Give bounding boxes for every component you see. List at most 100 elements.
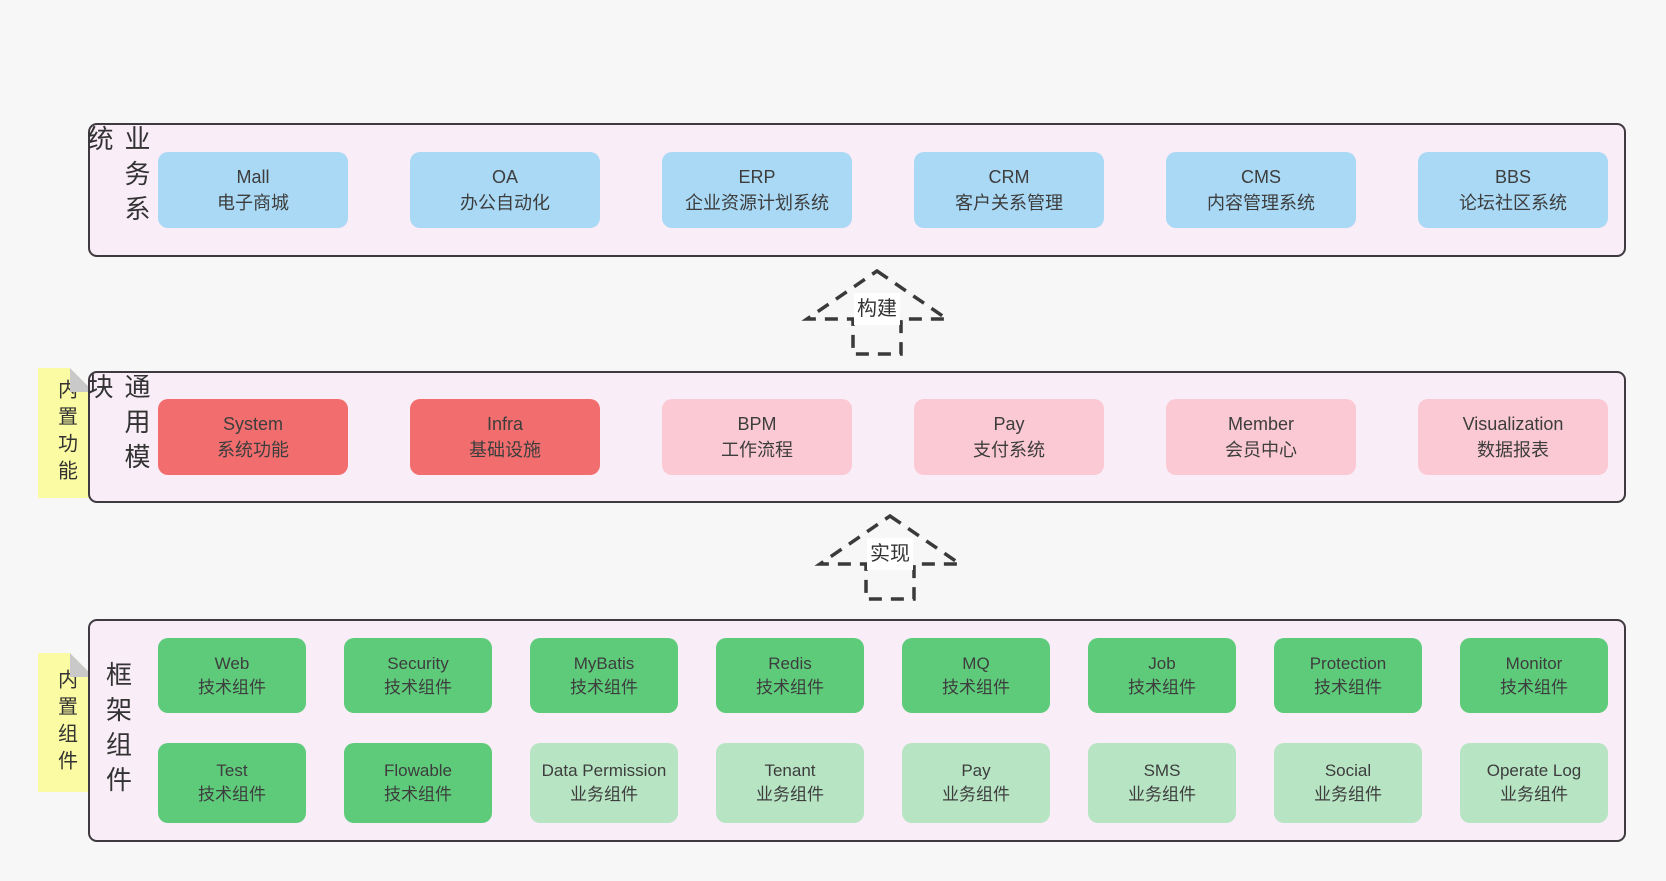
card-tenant: Tenant 业务组件 <box>716 743 864 823</box>
card-erp: ERP 企业资源计划系统 <box>662 152 852 228</box>
card-title: Web <box>214 653 250 673</box>
card-title: Redis <box>768 653 812 673</box>
card-subtitle: 技术组件 <box>756 677 824 697</box>
card-subtitle: 数据报表 <box>1477 440 1549 460</box>
panel-label-components: 框架组件 <box>102 660 133 801</box>
card-subtitle: 论坛社区系统 <box>1459 193 1567 213</box>
card-subtitle: 业务组件 <box>570 785 638 804</box>
card-protection: Protection 技术组件 <box>1274 638 1422 713</box>
card-subtitle: 技术组件 <box>570 677 638 697</box>
card-title: Security <box>387 653 449 673</box>
card-visualization: Visualization 数据报表 <box>1418 399 1608 475</box>
card-subtitle: 企业资源计划系统 <box>685 193 829 213</box>
card-subtitle: 电子商城 <box>217 193 289 213</box>
card-title: Infra <box>486 414 524 434</box>
card-title: Visualization <box>1462 414 1564 434</box>
card-pay-module: Pay 支付系统 <box>914 399 1104 475</box>
card-mq: MQ 技术组件 <box>902 638 1050 713</box>
card-subtitle: 业务组件 <box>942 785 1010 804</box>
card-job: Job 技术组件 <box>1088 638 1236 713</box>
card-member: Member 会员中心 <box>1166 399 1356 475</box>
card-subtitle: 支付系统 <box>973 440 1045 460</box>
card-web: Web 技术组件 <box>158 638 306 713</box>
card-subtitle: 技术组件 <box>384 785 452 804</box>
common-modules-panel: 通用模块 System 系统功能 Infra 基础设施 BPM 工作流程 Pay… <box>84 371 1626 503</box>
card-subtitle: 业务组件 <box>1314 785 1382 804</box>
card-title: Protection <box>1309 653 1387 673</box>
card-pay-component: Pay 业务组件 <box>902 743 1050 823</box>
card-bbs: BBS 论坛社区系统 <box>1418 152 1608 228</box>
card-title: OA <box>491 167 518 187</box>
card-subtitle: 工作流程 <box>721 440 793 460</box>
card-subtitle: 系统功能 <box>217 440 289 460</box>
card-title: Operate Log <box>1486 761 1582 780</box>
card-title: MQ <box>962 653 990 673</box>
card-title: System <box>222 414 283 434</box>
card-title: Tenant <box>764 761 816 780</box>
module-cards: System 系统功能 Infra 基础设施 BPM 工作流程 Pay 支付系统… <box>142 373 1624 501</box>
card-mybatis: MyBatis 技术组件 <box>530 638 678 713</box>
card-title: BPM <box>737 414 777 434</box>
build-arrow: 构建 <box>797 266 957 358</box>
card-title: Job <box>1148 653 1176 673</box>
business-systems-panel: 业务系统 Mall 电子商城 OA 办公自动化 ERP 企业资源计划系统 CRM… <box>84 123 1626 257</box>
card-title: Pay <box>961 761 991 780</box>
card-subtitle: 技术组件 <box>384 677 452 697</box>
card-subtitle: 会员中心 <box>1225 440 1297 460</box>
component-row-1: Web 技术组件 Security 技术组件 MyBatis 技术组件 Redi… <box>158 638 1608 713</box>
card-title: Social <box>1324 761 1372 780</box>
card-subtitle: 技术组件 <box>198 785 266 804</box>
card-monitor: Monitor 技术组件 <box>1460 638 1608 713</box>
card-redis: Redis 技术组件 <box>716 638 864 713</box>
card-subtitle: 技术组件 <box>198 677 266 697</box>
card-title: MyBatis <box>573 653 635 673</box>
card-system: System 系统功能 <box>158 399 348 475</box>
card-bpm: BPM 工作流程 <box>662 399 852 475</box>
framework-components-panel: 框架组件 Web 技术组件 Security 技术组件 MyBatis 技术组件… <box>88 619 1626 842</box>
business-cards: Mall 电子商城 OA 办公自动化 ERP 企业资源计划系统 CRM 客户关系… <box>142 125 1624 255</box>
card-title: Test <box>216 761 248 780</box>
note-label: 内置组件 <box>54 668 77 777</box>
card-crm: CRM 客户关系管理 <box>914 152 1104 228</box>
card-subtitle: 基础设施 <box>469 440 541 460</box>
arrow-label: 实现 <box>867 538 913 570</box>
card-title: Data Permission <box>541 761 667 780</box>
card-subtitle: 技术组件 <box>1500 677 1568 697</box>
card-subtitle: 技术组件 <box>942 677 1010 697</box>
panel-label-business: 业务系统 <box>84 125 151 230</box>
card-security: Security 技术组件 <box>344 638 492 713</box>
card-social: Social 业务组件 <box>1274 743 1422 823</box>
implement-arrow: 实现 <box>810 511 970 603</box>
card-subtitle: 业务组件 <box>1128 785 1196 804</box>
card-title: CRM <box>988 167 1030 187</box>
card-subtitle: 技术组件 <box>1314 677 1382 697</box>
card-title: Flowable <box>383 761 453 780</box>
component-cards: Web 技术组件 Security 技术组件 MyBatis 技术组件 Redi… <box>142 621 1624 840</box>
card-title: SMS <box>1143 761 1181 780</box>
card-subtitle: 业务组件 <box>756 785 824 804</box>
card-subtitle: 客户关系管理 <box>955 193 1063 213</box>
card-title: CMS <box>1241 167 1281 187</box>
card-subtitle: 内容管理系统 <box>1207 193 1315 213</box>
card-title: Mall <box>236 167 270 187</box>
card-subtitle: 办公自动化 <box>460 193 550 213</box>
card-oa: OA 办公自动化 <box>410 152 600 228</box>
card-operate-log: Operate Log 业务组件 <box>1460 743 1608 823</box>
component-row-2: Test 技术组件 Flowable 技术组件 Data Permission … <box>158 743 1608 823</box>
card-test: Test 技术组件 <box>158 743 306 823</box>
card-title: Member <box>1227 414 1294 434</box>
card-flowable: Flowable 技术组件 <box>344 743 492 823</box>
card-subtitle: 业务组件 <box>1500 785 1568 804</box>
panel-label-modules: 通用模块 <box>84 373 151 478</box>
card-cms: CMS 内容管理系统 <box>1166 152 1356 228</box>
card-sms: SMS 业务组件 <box>1088 743 1236 823</box>
arrow-label: 构建 <box>854 293 900 325</box>
card-infra: Infra 基础设施 <box>410 399 600 475</box>
note-label: 内置功能 <box>54 379 77 487</box>
card-title: BBS <box>1494 167 1532 187</box>
sticky-note-builtin-components: 内置组件 <box>38 653 94 792</box>
card-data-permission: Data Permission 业务组件 <box>530 743 678 823</box>
card-title: ERP <box>738 167 776 187</box>
card-subtitle: 技术组件 <box>1128 677 1196 697</box>
